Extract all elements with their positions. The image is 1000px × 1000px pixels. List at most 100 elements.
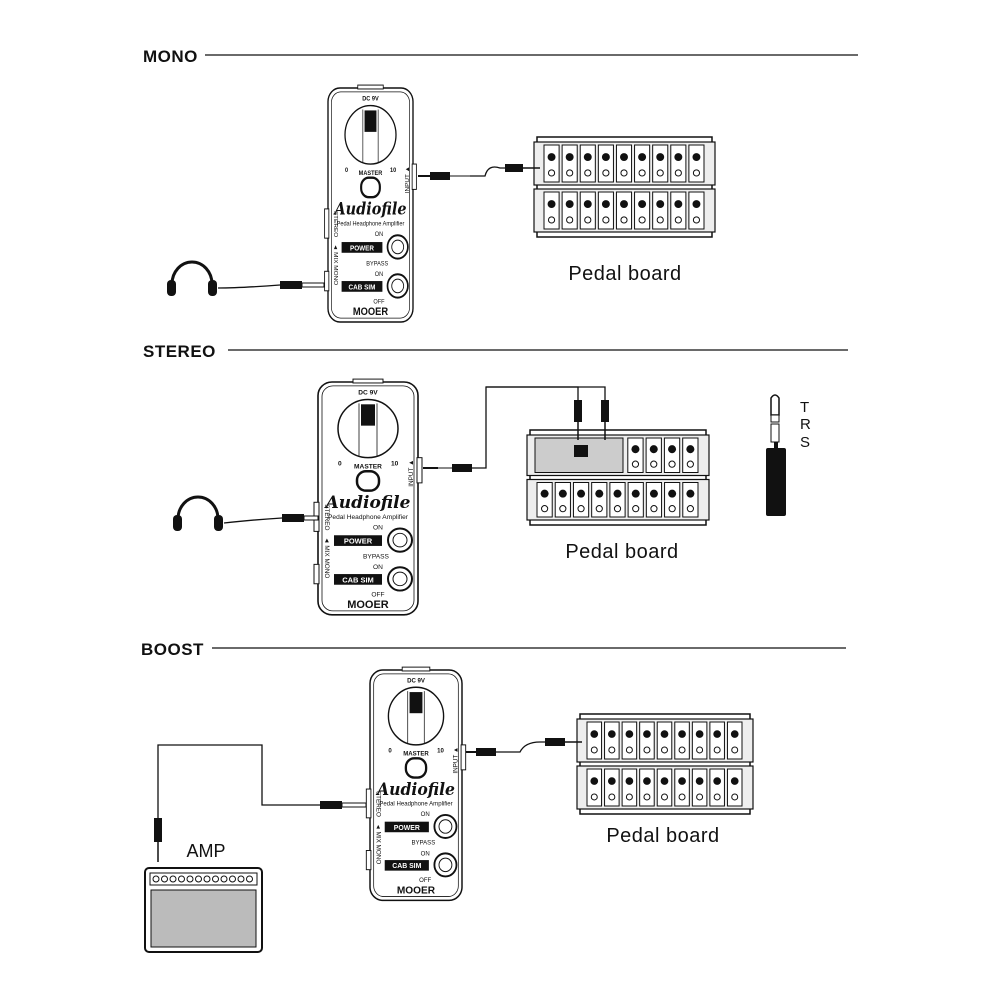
knob-label: MASTER <box>354 463 382 470</box>
input-jack[interactable] <box>460 744 467 771</box>
effect-pedal <box>652 191 669 230</box>
power-label: POWER <box>350 245 374 252</box>
led-ring <box>404 757 428 779</box>
effect-pedal <box>554 482 571 518</box>
knob-max: 10 <box>390 168 397 174</box>
power-footswitch[interactable] <box>386 234 409 260</box>
effect-pedal <box>709 721 725 760</box>
mono-jack[interactable] <box>324 270 330 292</box>
knob-min: 0 <box>345 168 349 174</box>
headphones-icon <box>167 260 217 296</box>
effect-pedal <box>688 144 705 183</box>
dc-jack[interactable] <box>357 84 384 90</box>
pedal-board-icon <box>526 429 710 526</box>
effect-pedal <box>674 721 690 760</box>
effect-pedal <box>579 144 596 183</box>
effect-pedal <box>709 768 725 807</box>
effect-pedal <box>656 768 673 807</box>
input-label: INPUT ▲ <box>408 460 415 487</box>
mono-jack[interactable] <box>313 563 320 585</box>
amp-knob <box>246 875 253 883</box>
trs-plug-icon <box>766 394 786 516</box>
effect-pedal <box>645 482 663 518</box>
cab-sim-footswitch[interactable] <box>387 566 413 592</box>
cab-sim-label: CAB SIM <box>342 575 374 584</box>
amp-knob <box>169 875 177 883</box>
effect-pedal <box>664 482 681 518</box>
effect-pedal <box>543 144 560 183</box>
amp-knob <box>195 875 202 883</box>
effect-pedal <box>615 191 633 230</box>
brand: MOOER <box>347 599 389 611</box>
effect-pedal <box>639 721 655 760</box>
effect-pedal <box>682 482 699 518</box>
knob-max: 10 <box>391 460 399 467</box>
pedal-board-label: Pedal board <box>606 825 719 847</box>
effect-pedal <box>682 437 699 473</box>
effect-pedal <box>634 144 651 183</box>
power-footswitch[interactable] <box>387 527 413 553</box>
section-title-boost: BOOST <box>141 640 204 659</box>
cab-sim-label: CAB SIM <box>392 863 421 870</box>
dc-jack[interactable] <box>352 378 384 384</box>
amp-label: AMP <box>186 841 225 861</box>
stereo-jack[interactable] <box>324 208 330 239</box>
switch1-bypass: BYPASS <box>411 840 435 847</box>
effect-pedal <box>604 768 620 807</box>
effect-pedal <box>674 768 690 807</box>
led-ring <box>360 176 381 199</box>
cab-sim-footswitch[interactable] <box>433 852 458 878</box>
effect-pedal <box>586 721 603 760</box>
switch2-on: ON <box>421 850 430 857</box>
switch1-bypass: BYPASS <box>363 554 390 561</box>
effect-pedal <box>591 482 608 518</box>
subtitle: Pedal Headphone Amplifier <box>379 800 452 807</box>
logo: Audiofile <box>324 492 411 512</box>
amp-knob <box>220 875 228 883</box>
effect-pedal <box>579 191 596 230</box>
amp-knob <box>237 875 245 883</box>
master-knob[interactable] <box>344 104 397 165</box>
power-label: POWER <box>344 537 373 546</box>
master-knob[interactable] <box>387 686 445 746</box>
cab-sim-footswitch[interactable] <box>386 273 409 299</box>
trs-sleeve: S <box>800 434 810 451</box>
effect-pedal <box>639 768 655 807</box>
pedal-board-label: Pedal board <box>565 541 678 563</box>
dc-jack[interactable] <box>401 666 431 672</box>
amp-knob <box>229 875 236 883</box>
amp-icon <box>144 867 263 953</box>
input-label: INPUT ▲ <box>405 166 411 193</box>
mono-jack[interactable] <box>365 850 372 871</box>
switch1-bypass: BYPASS <box>366 261 388 267</box>
input-label: INPUT ▲ <box>453 747 460 774</box>
section-title-mono: MONO <box>143 47 198 66</box>
section-title-stereo: STEREO <box>143 342 216 361</box>
subtitle: Pedal Headphone Amplifier <box>337 221 405 227</box>
input-jack[interactable] <box>411 163 417 190</box>
dc-jack-label: DC 9V <box>358 390 378 397</box>
switch2-off: OFF <box>419 877 431 884</box>
effect-pedal <box>634 191 651 230</box>
trs-ring: R <box>800 416 811 433</box>
stereo-label: STEREO <box>374 791 381 817</box>
power-label: POWER <box>394 825 420 832</box>
input-jack[interactable] <box>416 457 423 484</box>
knob-label: MASTER <box>403 750 429 757</box>
switch2-on: ON <box>373 564 383 571</box>
effect-pedal <box>561 144 578 183</box>
effect-pedal <box>597 144 614 183</box>
effect-pedal <box>621 768 638 807</box>
master-knob[interactable] <box>337 398 399 459</box>
effect-pedal <box>604 721 620 760</box>
mono-label: ◄ MIX MONO <box>374 824 381 865</box>
effect-pedal <box>609 482 626 518</box>
cab-sim-label: CAB SIM <box>349 284 376 291</box>
effect-pedal <box>627 437 644 473</box>
stereo-jack[interactable] <box>365 788 372 819</box>
power-footswitch[interactable] <box>433 814 458 839</box>
knob-label: MASTER <box>359 171 383 177</box>
stereo-label: STEREO <box>332 211 338 238</box>
effect-pedal <box>663 437 681 473</box>
